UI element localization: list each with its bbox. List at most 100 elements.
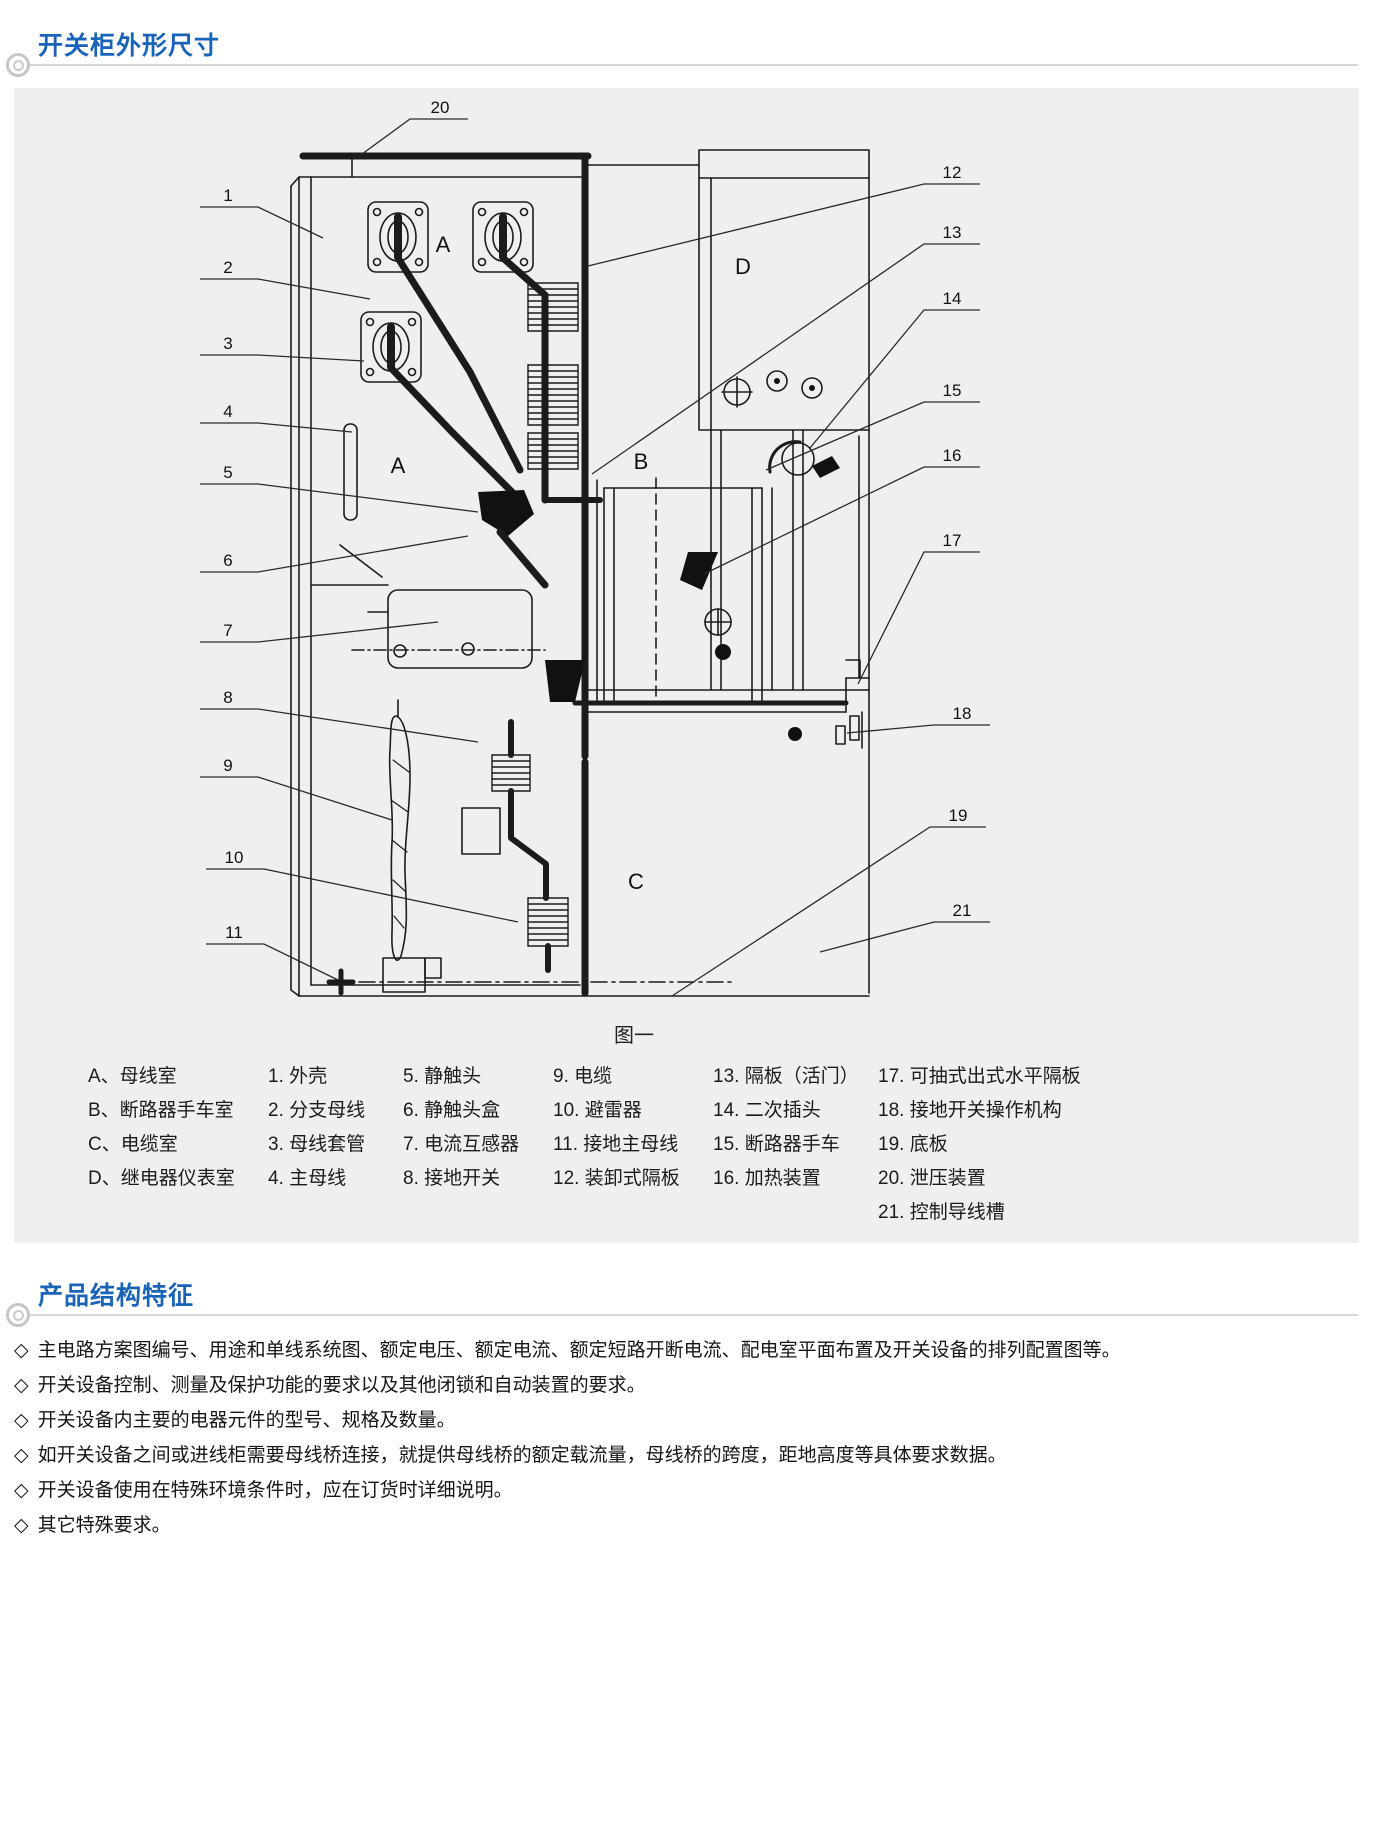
callout-11: 11	[206, 923, 339, 981]
ring-ornament-icon	[6, 1303, 30, 1327]
legend-item: 11. 接地主母线	[553, 1134, 679, 1155]
callout-6: 6	[200, 535, 469, 573]
svg-text:4: 4	[223, 402, 232, 421]
callout-20: 20	[357, 98, 468, 158]
label-relay-room: D	[735, 254, 751, 279]
features-title: 产品结构特征	[38, 1282, 195, 1310]
callout-7: 7	[200, 621, 439, 643]
ring-inner-icon	[12, 1309, 24, 1321]
diamond-bullet-icon: ◇	[14, 1515, 29, 1536]
legend-item: C、电缆室	[88, 1134, 178, 1155]
page-title: 开关柜外形尺寸	[38, 32, 221, 60]
callout-9: 9	[200, 756, 393, 821]
svg-text:10: 10	[225, 848, 244, 867]
diamond-bullet-icon: ◇	[14, 1410, 29, 1431]
svg-text:17: 17	[943, 531, 962, 550]
callout-4: 4	[200, 402, 353, 433]
svg-text:12: 12	[943, 163, 962, 182]
legend-item: 14. 二次插头	[713, 1100, 821, 1121]
svg-text:7: 7	[223, 621, 232, 640]
legend-item: 12. 装卸式隔板	[553, 1168, 680, 1189]
feature-text: 开关设备使用在特殊环境条件时，应在订货时详细说明。	[37, 1480, 513, 1501]
legend-item: 1. 外壳	[268, 1066, 328, 1087]
area-labels: A D A B C	[391, 232, 751, 894]
callouts: 20 1 2 3 4 5 6 7 8 9 10 11 12 13 14 15 1…	[200, 98, 990, 997]
diamond-bullet-icon: ◇	[14, 1445, 29, 1466]
bellows-insulators	[491, 282, 579, 947]
svg-text:21: 21	[953, 901, 972, 920]
legend-item: A、母线室	[88, 1066, 177, 1087]
svg-text:19: 19	[949, 806, 968, 825]
legend-item: 13. 隔板（活门）	[713, 1066, 859, 1087]
feature-item: ◇ 如开关设备之间或进线柜需要母线桥连接，就提供母线桥的额定载流量，母线桥的跨度…	[14, 1445, 1359, 1467]
cable-assembly	[382, 699, 501, 993]
cabinet-outline	[290, 152, 870, 997]
section-rule	[6, 1303, 1358, 1327]
feature-text: 开关设备控制、测量及保护功能的要求以及其他闭锁和自动装置的要求。	[37, 1375, 646, 1396]
ground-bus-line	[326, 968, 736, 996]
legend-column-5-8: 5. 静触头 6. 静触头盒 7. 电流互感器 8. 接地开关	[403, 1060, 519, 1196]
legend-item: 3. 母线套管	[268, 1134, 366, 1155]
legend-item: 17. 可抽式出式水平隔板	[878, 1066, 1081, 1087]
svg-text:3: 3	[223, 334, 232, 353]
svg-text:16: 16	[943, 446, 962, 465]
callout-18: 18	[846, 704, 990, 734]
callout-2: 2	[200, 258, 371, 300]
feature-item: ◇ 开关设备内主要的电器元件的型号、规格及数量。	[14, 1410, 1359, 1432]
feature-item: ◇ 开关设备使用在特殊环境条件时，应在订货时详细说明。	[14, 1480, 1359, 1502]
label-breaker-room: B	[634, 449, 649, 474]
legend-item: 9. 电缆	[553, 1066, 613, 1087]
legend-item: 5. 静触头	[403, 1066, 482, 1087]
legend-item: B、断路器手车室	[88, 1100, 234, 1121]
platform-and-brackets	[572, 429, 870, 749]
legend-item: 19. 底板	[878, 1134, 948, 1155]
diamond-bullet-icon: ◇	[14, 1375, 29, 1396]
feature-item: ◇ 其它特殊要求。	[14, 1515, 1359, 1537]
legend-item: 4. 主母线	[268, 1168, 347, 1189]
feature-text: 主电路方案图编号、用途和单线系统图、额定电压、额定电流、额定短路开断电流、配电室…	[37, 1340, 1121, 1361]
ring-inner-icon	[12, 59, 24, 71]
breaker-truck	[603, 477, 763, 701]
ring-ornament-icon	[6, 53, 30, 77]
legend-column-17-21: 17. 可抽式出式水平隔板 18. 接地开关操作机构 19. 底板 20. 泄压…	[878, 1060, 1081, 1230]
svg-text:15: 15	[943, 381, 962, 400]
svg-text:8: 8	[223, 688, 232, 707]
callout-19: 19	[671, 806, 986, 997]
svg-text:11: 11	[225, 923, 243, 942]
legend-column-9-12: 9. 电缆 10. 避雷器 11. 接地主母线 12. 装卸式隔板	[553, 1060, 680, 1196]
callout-3: 3	[200, 334, 365, 362]
legend-column-1-4: 1. 外壳 2. 分支母线 3. 母线套管 4. 主母线	[268, 1060, 365, 1196]
svg-text:14: 14	[943, 289, 962, 308]
legend-item: D、继电器仪表室	[88, 1168, 235, 1189]
svg-text:20: 20	[431, 98, 450, 117]
callout-16: 16	[703, 446, 980, 575]
legend-item: 21. 控制导线槽	[878, 1202, 1005, 1223]
legend-item: 10. 避雷器	[553, 1100, 642, 1121]
section-header-features: 产品结构特征	[0, 1276, 1373, 1346]
legend-item: 15. 断路器手车	[713, 1134, 840, 1155]
legend-item: 7. 电流互感器	[403, 1134, 520, 1155]
section-rule	[6, 53, 1358, 77]
bushings	[361, 202, 533, 382]
legend-item: 8. 接地开关	[403, 1168, 501, 1189]
legend-item: 16. 加热装置	[713, 1168, 821, 1189]
svg-text:1: 1	[223, 186, 232, 205]
secondary-plug	[768, 440, 840, 478]
conductors	[387, 254, 603, 973]
legend-column-areas: A、母线室 B、断路器手车室 C、电缆室 D、继电器仪表室	[88, 1060, 235, 1196]
diamond-bullet-icon: ◇	[14, 1480, 29, 1501]
legend-item: 6. 静触头盒	[403, 1100, 501, 1121]
feature-text: 如开关设备之间或进线柜需要母线桥连接，就提供母线桥的额定载流量，母线桥的跨度，距…	[37, 1445, 1007, 1466]
callout-12: 12	[587, 163, 980, 267]
relay-compartment	[698, 149, 870, 431]
legend-item: 20. 泄压装置	[878, 1168, 986, 1189]
diamond-bullet-icon: ◇	[14, 1340, 29, 1361]
callout-13: 13	[591, 223, 980, 475]
svg-text:2: 2	[223, 258, 232, 277]
figure-panel: 20 1 2 3 4 5 6 7 8 9 10 11 12 13 14 15 1…	[14, 88, 1359, 1243]
callout-5: 5	[200, 463, 479, 513]
legend-item: 18. 接地开关操作机构	[878, 1100, 1062, 1121]
legend-item: 2. 分支母线	[268, 1100, 366, 1121]
section-header-dimensions: 开关柜外形尺寸	[0, 26, 1373, 96]
